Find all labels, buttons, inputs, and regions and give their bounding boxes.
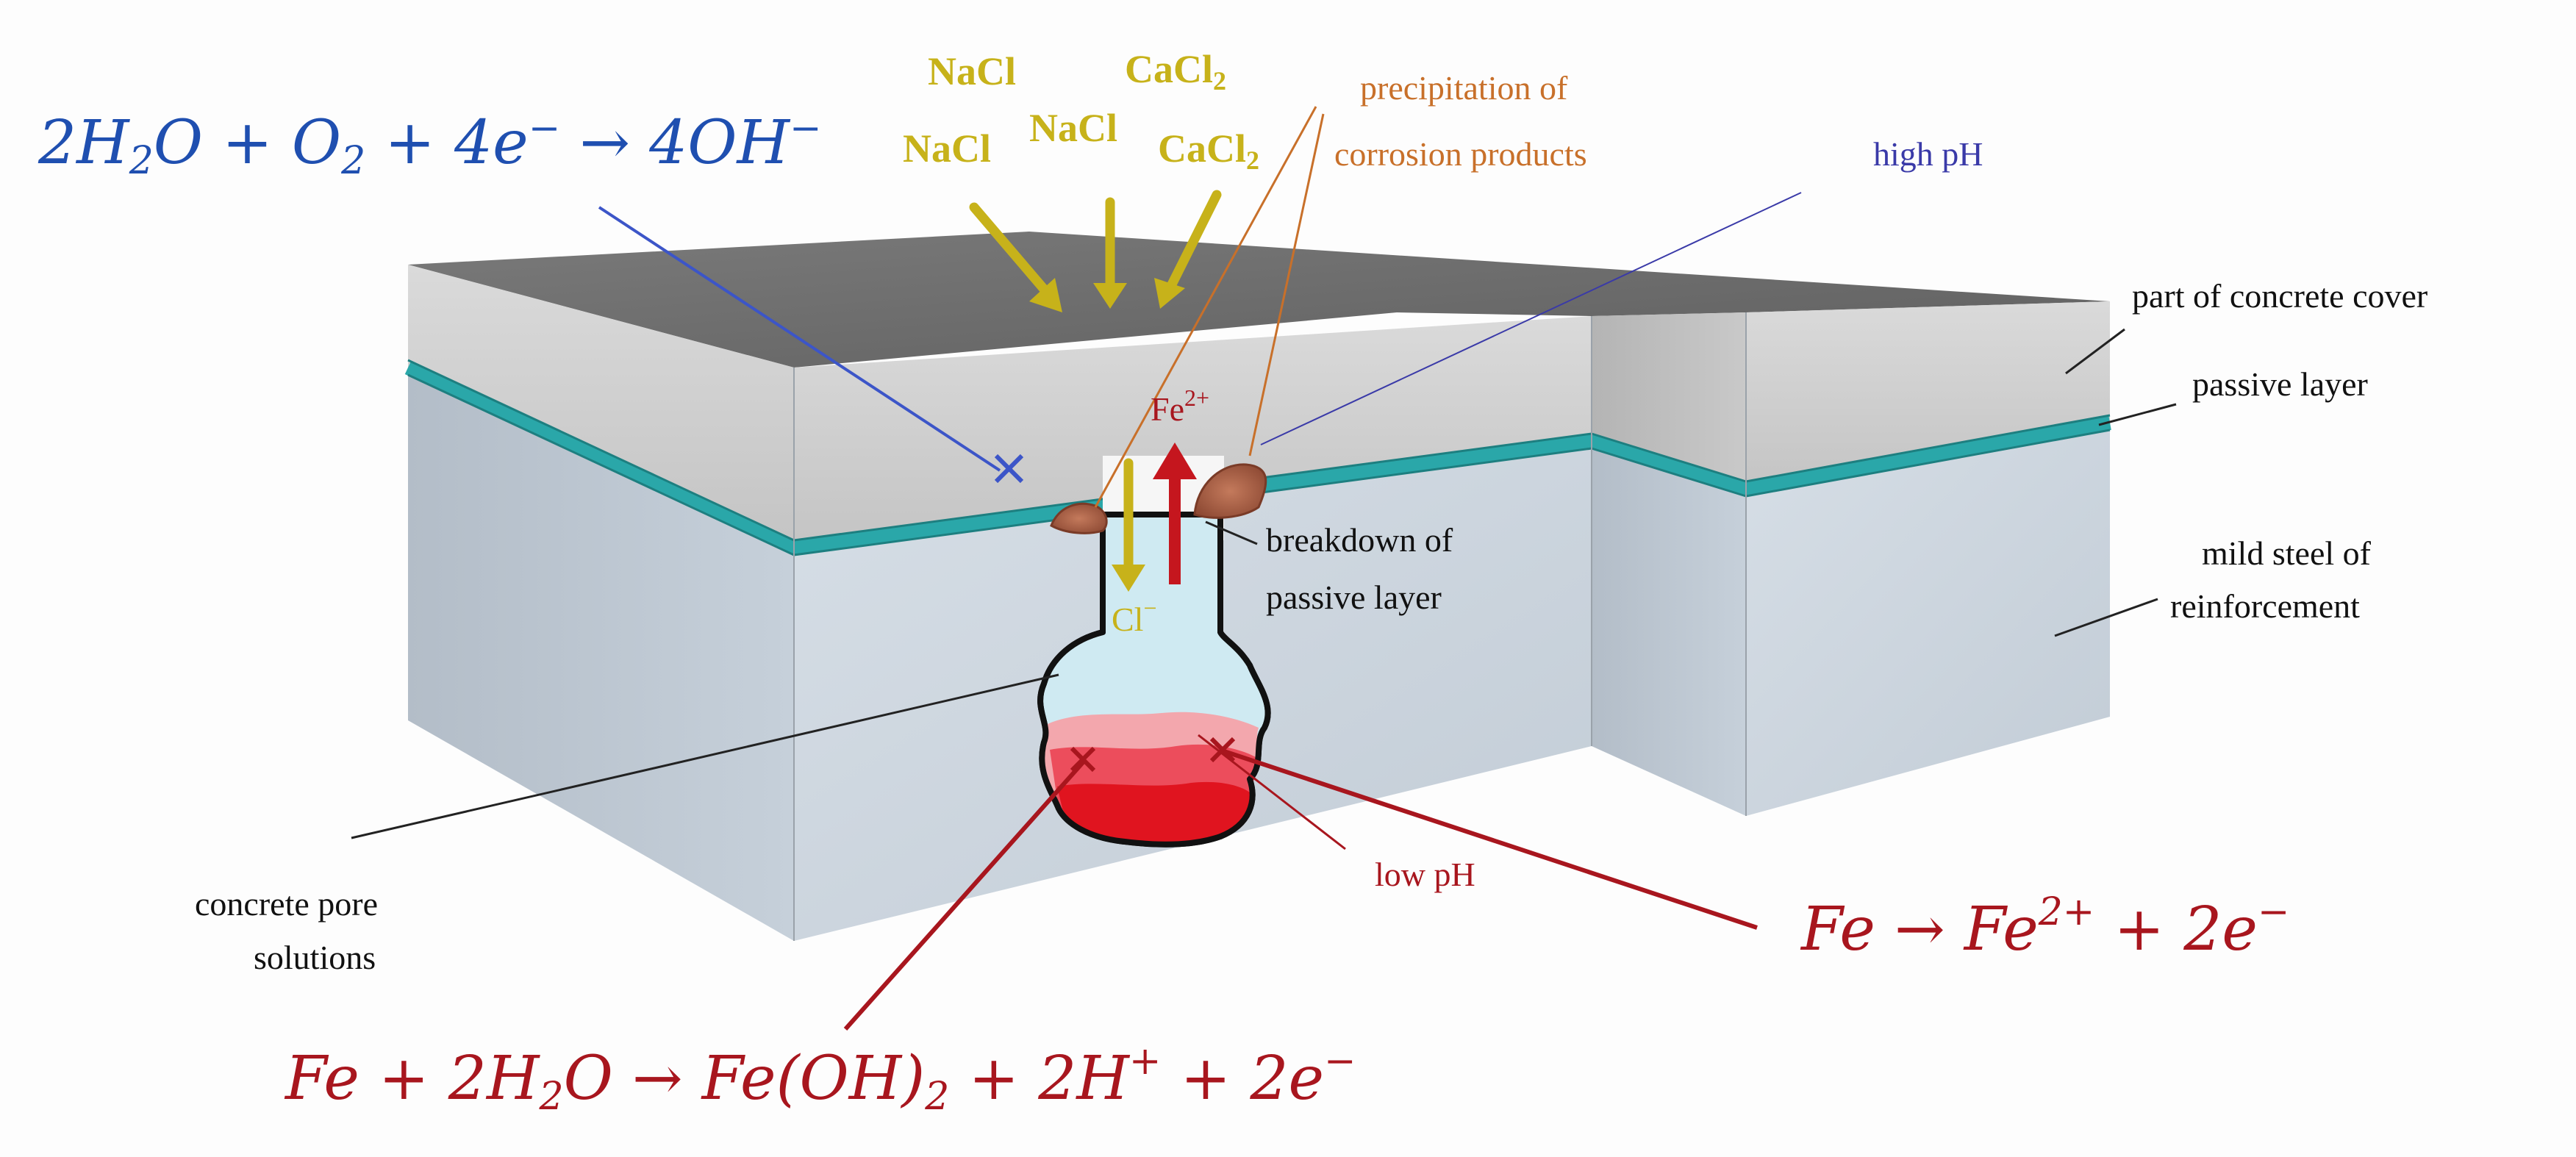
iron-ion-label: Fe2+ [1151,384,1209,428]
concrete-cover-front-main [794,316,1592,548]
salt-arrow-left [969,202,1056,303]
anodic-site-marker-right [1209,737,1236,763]
leader-anodic-right [1223,749,1758,930]
leader-cathodic [598,206,1001,472]
anodic-site-marker-left [1070,746,1096,773]
leader-high-ph [1260,192,1802,445]
pit-acid-zone-deep [1057,781,1251,845]
anodic-equation-right: Fe → Fe2+ + 2e− [1800,890,2290,964]
cathodic-equation: 2H2O + O2 + 4e− → 4OH− [37,107,822,183]
breakdown-label: breakdown of passive layer [1266,521,1461,616]
leader-anodic-bottom [843,759,1087,1031]
mild-steel-label: mild steel of reinforcement [2170,534,2379,625]
cathodic-site-marker [994,454,1024,484]
chloride-ion-label: Cl− [1112,595,1157,638]
rust-deposit-right [1193,463,1267,519]
salt-label-4: CaCl2 [1125,47,1226,96]
concrete-cover-front-left [408,265,794,548]
salt-arrows [969,190,1222,592]
passive-layer-label: passive layer [2192,365,2368,403]
leader-passive [2098,403,2177,426]
leader-precip-left [1094,106,1317,508]
concrete-top-face [408,232,2110,368]
precipitation-label: precipitation of corrosion products [1334,69,1587,173]
salt-arrow-right [1164,190,1222,295]
leader-lines [351,106,2177,1031]
salt-label-3: NaCl [1029,106,1117,150]
leader-pore [351,673,1059,839]
salt-label-2: NaCl [903,126,991,171]
leader-precip-right [1248,113,1325,456]
concrete-cover-label: part of concrete cover [2132,277,2427,315]
low-ph-label: low pH [1375,856,1475,893]
leader-steel [2054,598,2158,637]
high-ph-label: high pH [1873,135,1983,173]
salt-label-1: NaCl [928,49,1016,93]
leader-low-ph [1198,734,1346,850]
pore-solutions-label: concrete pore solutions [195,885,387,976]
iron-ion-arrow [1153,443,1197,584]
steel-notch-side [1592,441,1746,816]
leader-cover [2065,328,2125,375]
concrete-block [404,232,2111,941]
rust-deposit-left [1050,502,1108,534]
salt-label-5: CaCl2 [1158,126,1259,175]
leader-breakdown [1205,520,1258,545]
steel-front-right [1746,423,2110,816]
corrosion-pit [1037,456,1271,848]
reaction-sites [994,454,1236,773]
anodic-equation-bottom: Fe + 2H2O → Fe(OH)2 + 2H+ + 2e− [284,1039,1356,1119]
concrete-cover-front-right [1746,301,2110,489]
